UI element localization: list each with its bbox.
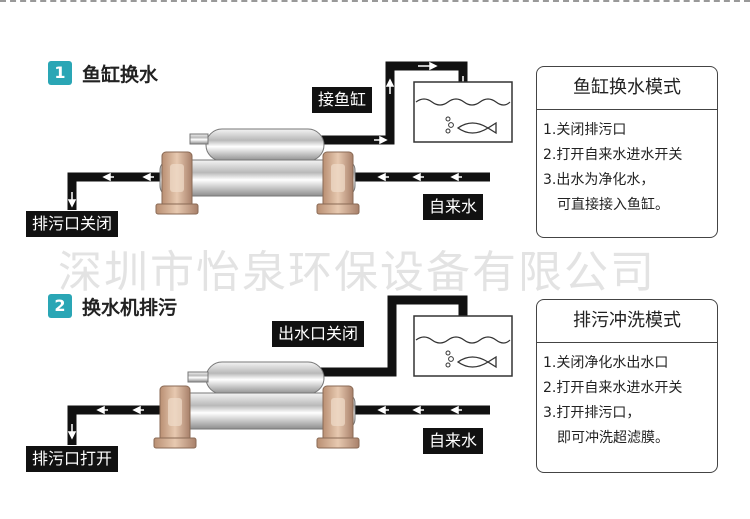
fish-tank-2 bbox=[413, 315, 513, 377]
section-2-tank-label: 出水口关闭 bbox=[272, 321, 365, 347]
mode-panel-1-line-1: 1.关闭排污口 bbox=[543, 122, 627, 138]
section-1-tank-label: 接鱼缸 bbox=[312, 87, 373, 113]
mode-panel-1: 鱼缸换水模式 1.关闭排污口 2.打开自来水进水开关 3.出水为净化水， 可直接… bbox=[536, 66, 718, 238]
section-2-flow-arrows bbox=[67, 405, 462, 440]
section-1-title: 鱼缸换水 bbox=[82, 64, 159, 86]
company-watermark: 深圳市怡泉环保设备有限公司 bbox=[58, 247, 656, 298]
mode-panel-1-line-2: 2.打开自来水进水开关 bbox=[543, 147, 683, 163]
mode-panel-2: 排污冲洗模式 1.关闭净化水出水口 2.打开自来水进水开关 3.打开排污口， 即… bbox=[536, 299, 718, 473]
top-divider bbox=[0, 0, 750, 2]
section-2-tap-label: 自来水 bbox=[423, 428, 484, 454]
filter-unit-2 bbox=[153, 361, 360, 449]
section-2-drain-label: 排污口打开 bbox=[26, 446, 119, 472]
mode-panel-1-line-3: 3.出水为净化水， bbox=[543, 172, 655, 188]
section-2-badge: 2 bbox=[48, 294, 72, 318]
section-1-drain-label: 排污口关闭 bbox=[26, 211, 119, 237]
mode-panel-2-title: 排污冲洗模式 bbox=[537, 300, 717, 343]
section-1-tap-label: 自来水 bbox=[423, 194, 484, 220]
mode-panel-1-title: 鱼缸换水模式 bbox=[537, 67, 717, 110]
mode-panel-2-line-2: 2.打开自来水进水开关 bbox=[543, 380, 683, 396]
mode-panel-2-line-1: 1.关闭净化水出水口 bbox=[543, 355, 669, 371]
section-1-badge: 1 bbox=[48, 61, 72, 85]
filter-unit-1 bbox=[155, 128, 360, 215]
fish-tank-1 bbox=[413, 81, 513, 143]
section-2-title: 换水机排污 bbox=[82, 297, 178, 319]
mode-panel-2-line-3: 3.打开排污口， bbox=[543, 405, 641, 421]
mode-panel-1-line-4: 可直接接入鱼缸。 bbox=[557, 197, 669, 213]
mode-panel-2-line-4: 即可冲洗超滤膜。 bbox=[557, 430, 669, 446]
